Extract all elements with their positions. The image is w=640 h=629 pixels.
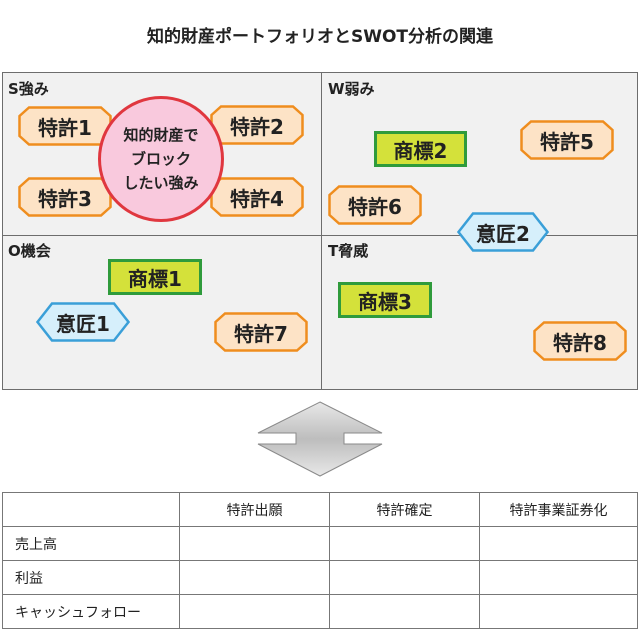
table-corner-cell — [2, 492, 180, 527]
table-cell — [479, 526, 638, 561]
patent-8-shape: 特許8 — [533, 321, 627, 361]
column-header: 特許確定 — [329, 492, 480, 527]
patent-8-label: 特許8 — [553, 330, 607, 355]
patent-7-shape: 特許7 — [214, 312, 308, 352]
column-header: 特許出願 — [179, 492, 330, 527]
row-header: 利益 — [2, 560, 180, 595]
patent-6-shape: 特許6 — [328, 185, 422, 225]
octagon-shape — [520, 120, 614, 160]
table-cell — [179, 560, 330, 595]
patent-1-shape: 特許1 — [18, 106, 112, 146]
table-cell — [179, 594, 330, 629]
quadrant-label-opportunity: O機会 — [8, 242, 51, 260]
evaluation-table: 特許出願 特許確定 特許事業証券化 売上高 利益 キャッシュフォロー — [2, 492, 638, 629]
octagon-shape — [328, 185, 422, 225]
trademark-3-box: 商標3 — [338, 282, 432, 318]
table-cell — [179, 526, 330, 561]
patent-1-label: 特許1 — [38, 115, 92, 140]
octagon-shape — [533, 321, 627, 361]
design-1-shape: 意匠1 — [36, 302, 130, 342]
table-cell — [479, 594, 638, 629]
table-row: キャッシュフォロー — [2, 594, 638, 629]
quadrant-label-weakness: W弱み — [328, 80, 375, 98]
trademark-1-label: 商標1 — [128, 266, 182, 291]
patent-5-shape: 特許5 — [520, 120, 614, 160]
table-row: 利益 — [2, 560, 638, 595]
table-cell — [479, 560, 638, 595]
circle-text-line-2: ブロック — [130, 150, 191, 168]
patent-5-label: 特許5 — [540, 129, 594, 154]
patent-3-label: 特許3 — [38, 186, 92, 211]
trademark-1-box: 商標1 — [108, 259, 202, 295]
table-cell — [329, 526, 480, 561]
row-header: キャッシュフォロー — [2, 594, 180, 629]
patent-2-label: 特許2 — [230, 114, 284, 139]
row-header: 売上高 — [2, 526, 180, 561]
block-strength-circle: 知的財産で ブロック したい強み — [98, 96, 224, 222]
design-2-shape: 意匠2 — [457, 212, 549, 252]
table-row: 売上高 — [2, 526, 638, 561]
diagram-title: 知的財産ポートフォリオとSWOT分析の関連 — [146, 27, 494, 47]
column-header: 特許事業証券化 — [479, 492, 638, 527]
trademark-2-label: 商標2 — [393, 138, 448, 163]
design-1-label: 意匠1 — [56, 311, 110, 336]
patent-4-shape: 特許4 — [210, 177, 304, 217]
grid-horizontal-divider — [3, 235, 637, 236]
patent-6-label: 特許6 — [348, 194, 402, 219]
grid-vertical-divider — [321, 73, 322, 389]
hexagon-shape — [36, 302, 130, 342]
circle-text-line-3: したい強み — [123, 174, 199, 192]
octagon-shape — [214, 312, 308, 352]
hexagon-shape — [457, 212, 549, 252]
design-2-label: 意匠2 — [476, 221, 530, 246]
patent-7-label: 特許7 — [234, 321, 288, 346]
table-cell — [329, 560, 480, 595]
table-cell — [329, 594, 480, 629]
circle-text-line-1: 知的財産で — [123, 126, 199, 144]
trademark-3-label: 商標3 — [358, 289, 412, 314]
patent-4-label: 特許4 — [230, 186, 284, 211]
quadrant-label-threat: T脅威 — [328, 242, 369, 260]
trademark-2-box: 商標2 — [374, 131, 467, 167]
quadrant-label-strength: S強み — [8, 80, 49, 98]
table-header-row: 特許出願 特許確定 特許事業証券化 — [2, 492, 638, 527]
